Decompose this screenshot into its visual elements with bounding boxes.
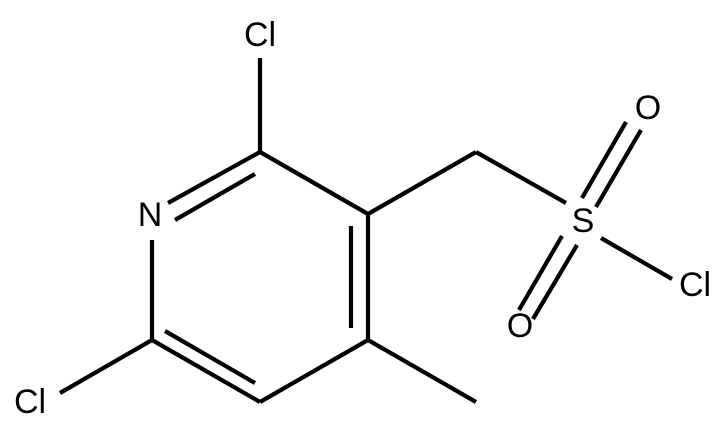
bond-c2-c3: [258, 150, 370, 216]
atom-oxygen-top: O: [635, 89, 661, 127]
bond-c5-c6-inner: [163, 329, 257, 385]
bond-s-o-top-a: [580, 120, 628, 200]
bond-c3-ch2: [366, 150, 478, 216]
bond-s-cl: [599, 236, 674, 281]
bond-n-c2-inner: [173, 172, 257, 222]
bond-ch2-s: [474, 150, 568, 205]
bond-n-c2: [166, 150, 262, 205]
atom-cl-bottom: Cl: [14, 383, 46, 421]
atom-cl-sulfonyl: Cl: [679, 266, 711, 304]
bond-s-o-top-b: [594, 128, 643, 209]
bond-c4-methyl: [366, 338, 478, 404]
bond-c4-c5: [258, 338, 370, 404]
bond-c6-cl: [58, 338, 154, 395]
atom-cl-top: Cl: [244, 16, 276, 54]
atom-sulfur: S: [572, 202, 595, 240]
bond-s-o-bottom-a: [517, 234, 564, 312]
atom-oxygen-bottom: O: [507, 307, 533, 345]
bond-s-o-bottom-b: [531, 243, 579, 321]
atom-n-ring: N: [138, 196, 163, 234]
bond-c5-c6: [150, 338, 262, 404]
